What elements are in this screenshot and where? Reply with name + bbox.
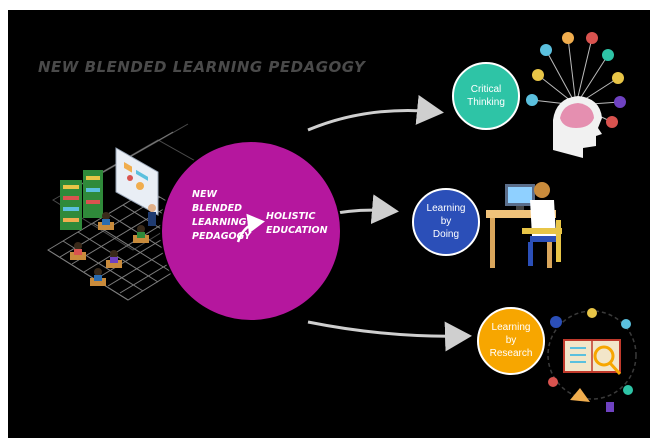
critical-thinking-label: Critical Thinking [467,84,505,108]
critical-thinking-bubble [452,62,520,130]
diagram-graphics [47,32,637,412]
brain-network-icon [526,32,626,158]
learning-by-research-label: Learning by Research [489,322,533,359]
student-at-desk-icon [486,182,562,268]
center-left-text: NEW BLENDED LEARNING PEDAGOGY [192,189,251,242]
arrow-to-learning-by-research [307,320,472,352]
learning-by-doing-label: Learning by Doing [426,203,466,240]
isometric-classroom-icon [47,123,239,301]
learning-by-doing-bubble [412,188,480,256]
research-book-icon [547,308,637,412]
diagram-title: NEW BLENDED LEARNING PEDAGOGY [38,58,366,76]
learning-by-research-bubble [477,307,545,375]
arrow-to-critical-thinking [307,94,444,132]
center-inner-arrow [236,213,265,243]
center-right-text: HOLISTIC EDUCATION [266,211,328,236]
diagram-canvas: NEW BLENDED LEARNING PEDAGOGY [8,10,650,438]
